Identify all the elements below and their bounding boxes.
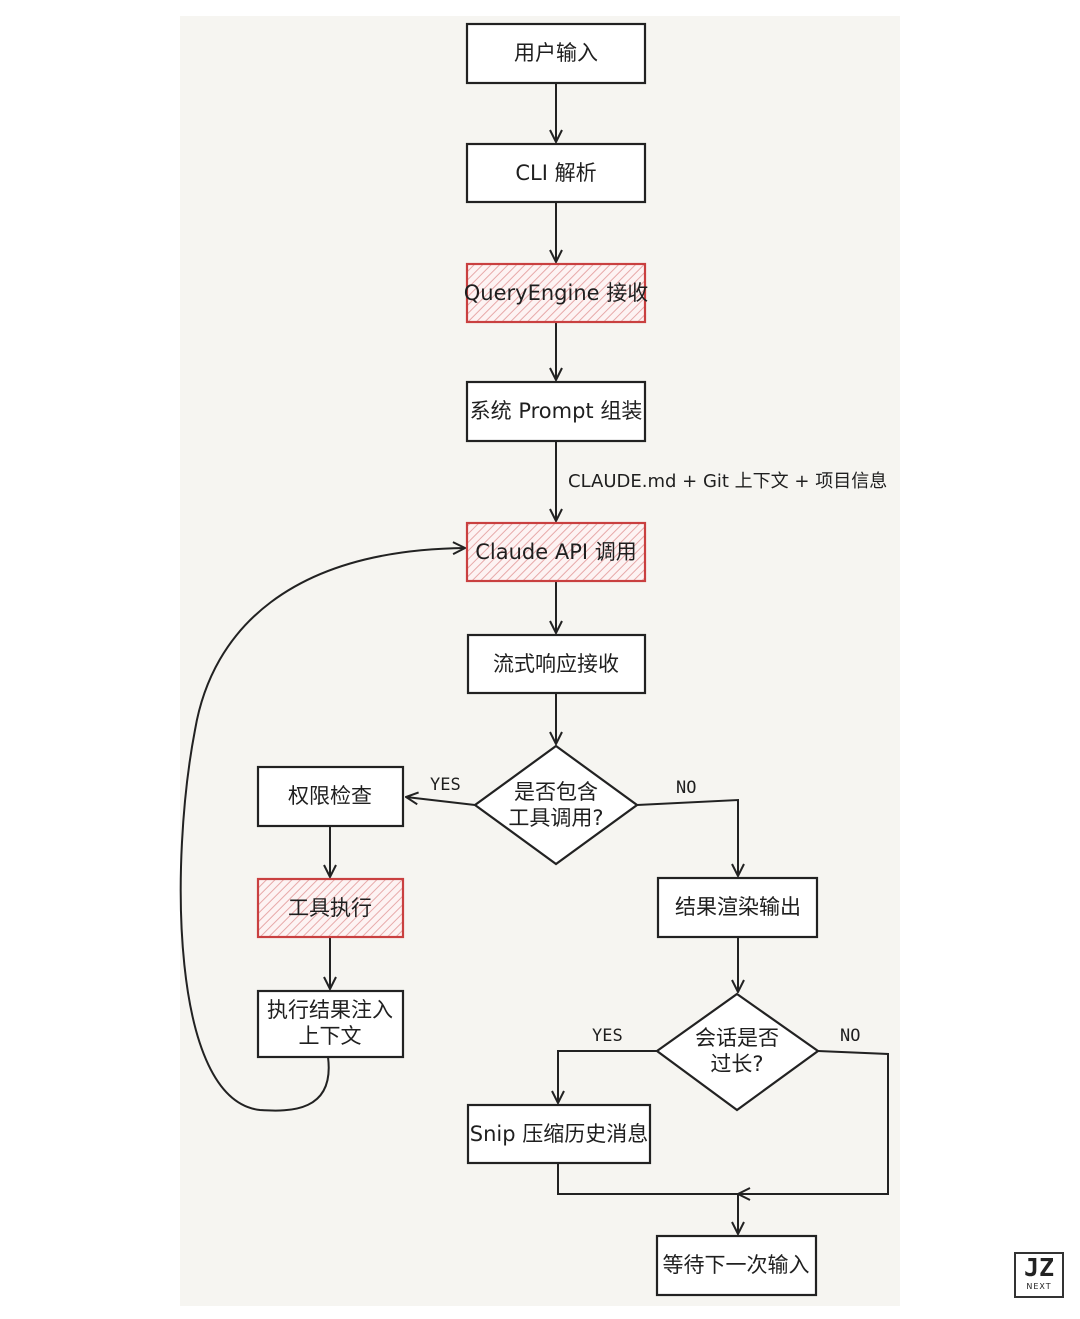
edge-label-long-no: NO xyxy=(840,1026,860,1046)
edge-long-yes xyxy=(558,1050,657,1103)
edge-loop-back xyxy=(179,548,465,1112)
node-has-tool-line1: 是否包含 xyxy=(514,780,598,804)
edge-label-long-yes: YES xyxy=(592,1026,623,1046)
node-cli-parse[interactable]: CLI 解析 xyxy=(465,142,647,204)
brand-logo-main: JZ xyxy=(1023,1253,1055,1282)
node-too-long-decision[interactable]: 会话是否 过长? xyxy=(655,992,820,1112)
brand-logo-sub: NEXT xyxy=(1026,1282,1052,1291)
node-user-input[interactable]: 用户输入 xyxy=(465,22,647,85)
node-render-output[interactable]: 结果渲染输出 xyxy=(656,876,819,939)
node-tool-exec[interactable]: 工具执行 xyxy=(256,877,405,939)
edges xyxy=(179,83,889,1234)
edge-label-tool-no: NO xyxy=(676,778,696,798)
node-claude-api-label: Claude API 调用 xyxy=(475,540,637,564)
node-snip[interactable]: Snip 压缩历史消息 xyxy=(466,1103,652,1165)
node-permission-check[interactable]: 权限检查 xyxy=(256,765,405,828)
brand-logo: JZ NEXT xyxy=(1014,1252,1064,1298)
node-claude-api[interactable]: Claude API 调用 xyxy=(465,521,647,583)
node-wait-next[interactable]: 等待下一次输入 xyxy=(655,1234,818,1297)
edge-long-no xyxy=(738,1050,889,1194)
node-stream-recv[interactable]: 流式响应接收 xyxy=(466,633,647,695)
node-permission-check-label: 权限检查 xyxy=(288,784,372,808)
node-query-engine-label: QueryEngine 接收 xyxy=(464,281,648,305)
node-inject-context[interactable]: 执行结果注入 上下文 xyxy=(256,989,405,1059)
node-inject-line2: 上下文 xyxy=(299,1024,362,1048)
node-stream-recv-label: 流式响应接收 xyxy=(493,652,619,676)
node-system-prompt-label: 系统 Prompt 组装 xyxy=(470,399,643,423)
edge-decision-no xyxy=(636,798,738,876)
node-inject-line1: 执行结果注入 xyxy=(267,998,393,1022)
node-user-input-label: 用户输入 xyxy=(514,41,598,65)
node-cli-parse-label: CLI 解析 xyxy=(515,161,596,185)
edge-label-tool-yes: YES xyxy=(430,775,461,795)
node-wait-next-label: 等待下一次输入 xyxy=(663,1253,810,1277)
node-query-engine[interactable]: QueryEngine 接收 xyxy=(464,262,648,324)
node-snip-label: Snip 压缩历史消息 xyxy=(470,1122,648,1146)
node-has-tool-decision[interactable]: 是否包含 工具调用? xyxy=(473,744,639,866)
node-render-output-label: 结果渲染输出 xyxy=(675,895,801,919)
edge-snip-join xyxy=(557,1163,738,1195)
node-system-prompt[interactable]: 系统 Prompt 组装 xyxy=(465,380,647,443)
node-too-long-line1: 会话是否 xyxy=(695,1026,779,1050)
edge-decision-yes xyxy=(406,797,476,806)
edge-label-context: CLAUDE.md + Git 上下文 + 项目信息 xyxy=(568,471,887,492)
node-has-tool-line2: 工具调用? xyxy=(508,806,603,830)
node-too-long-line2: 过长? xyxy=(710,1052,763,1076)
node-tool-exec-label: 工具执行 xyxy=(288,896,372,920)
